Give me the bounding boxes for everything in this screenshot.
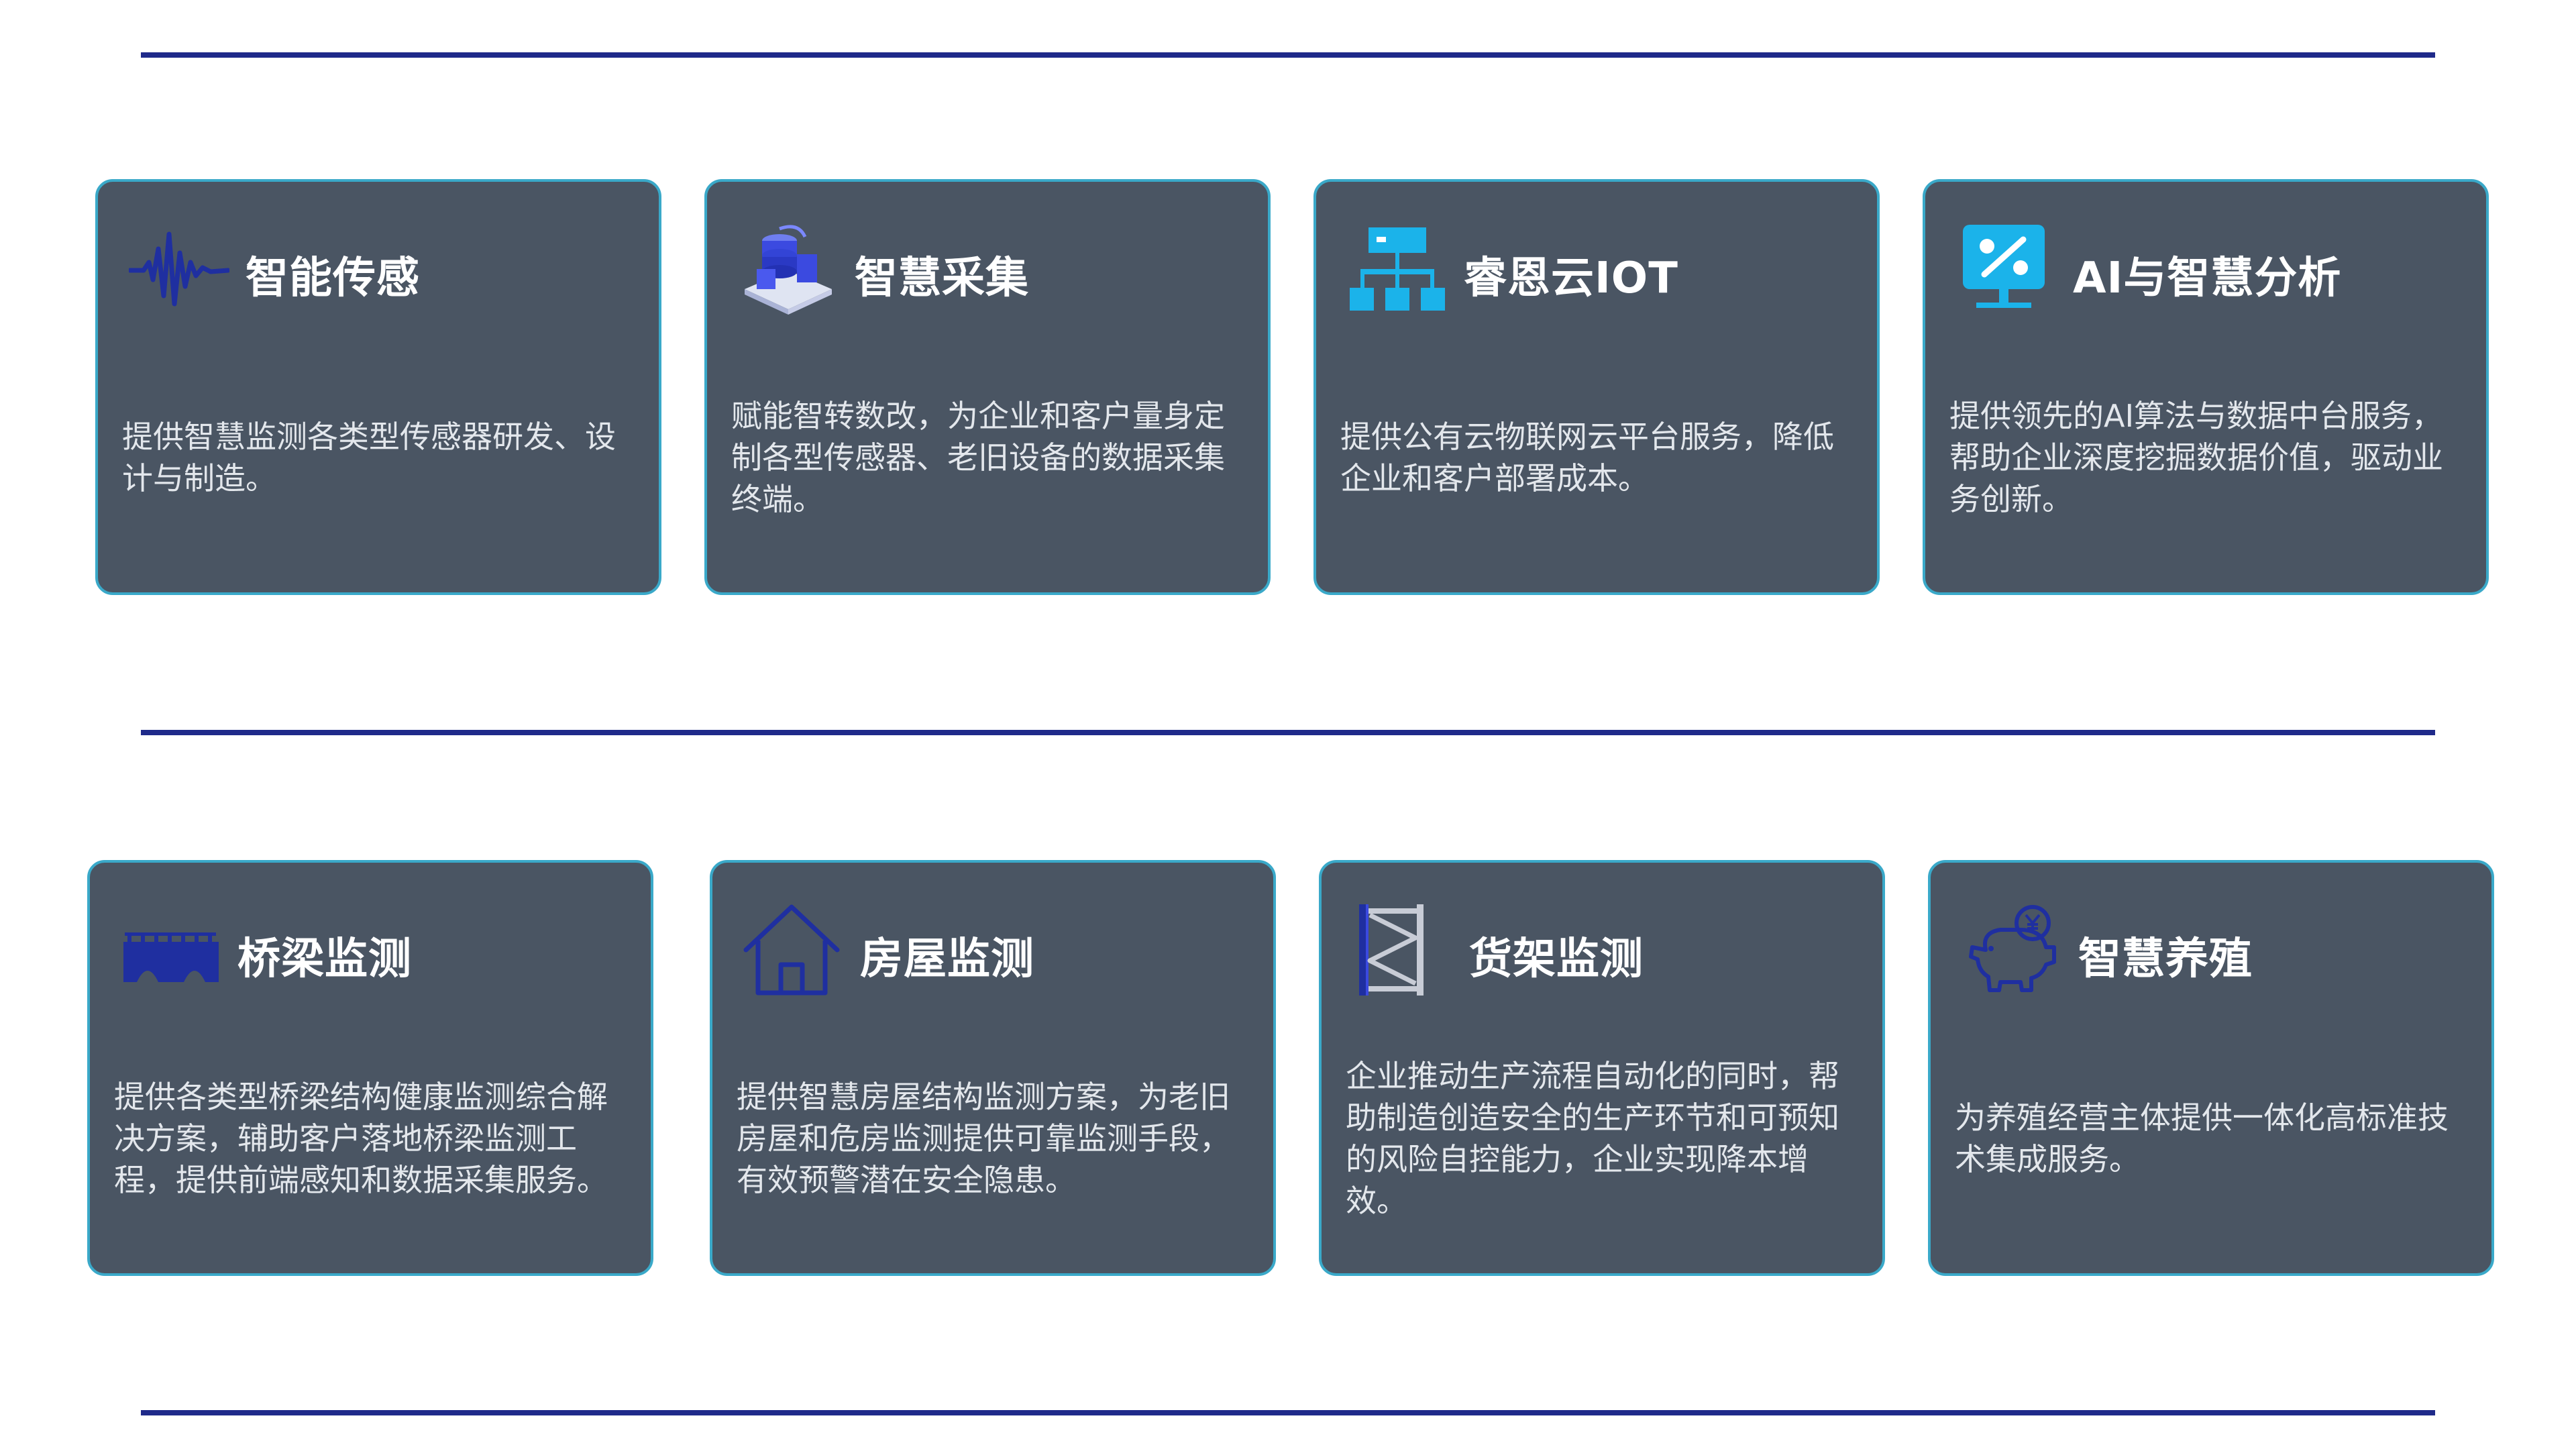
house-icon — [743, 903, 844, 997]
card-ai-analytics[interactable]: AI与智慧分析 提供领先的AI算法与数据中台服务，帮助企业深度挖掘数据价值，驱动… — [1923, 179, 2489, 595]
card-title: 房屋监测 — [860, 934, 1034, 984]
card-ruien-cloud-iot[interactable]: 睿恩云IOT 提供公有云物联网云平台服务，降低企业和客户部署成本。 — [1313, 179, 1880, 595]
card-description: 赋能智转数改，为企业和客户量身定制各型传感器、老旧设备的数据采集终端。 — [731, 398, 1225, 517]
card-house-monitoring[interactable]: 房屋监测 提供智慧房屋结构监测方案，为老旧房屋和危房监测提供可靠监测手段，有效预… — [710, 860, 1276, 1276]
card-description: 提供领先的AI算法与数据中台服务，帮助企业深度挖掘数据价值，驱动业务创新。 — [1949, 398, 2443, 517]
bridge-icon — [121, 903, 221, 997]
divider-middle — [141, 730, 2435, 735]
card-title: 智能传感 — [246, 254, 420, 303]
card-smart-sensing[interactable]: 智能传感 提供智慧监测各类型传感器研发、设计与制造。 — [95, 179, 661, 595]
card-title: AI与智慧分析 — [2073, 254, 2342, 303]
shelf-rack-icon — [1352, 903, 1453, 997]
card-description: 提供智慧房屋结构监测方案，为老旧房屋和危房监测提供可靠监测手段，有效预警潜在安全… — [737, 1079, 1230, 1198]
divider-top — [141, 52, 2435, 58]
card-bridge-monitoring[interactable]: 桥梁监测 提供各类型桥梁结构健康监测综合解决方案，辅助客户落地桥梁监测工程，提供… — [87, 860, 653, 1276]
card-description: 提供各类型桥梁结构健康监测综合解决方案，辅助客户落地桥梁监测工程，提供前端感知和… — [114, 1079, 608, 1198]
card-description: 为养殖经营主体提供一体化高标准技术集成服务。 — [1955, 1099, 2449, 1177]
analytics-monitor-icon — [1956, 222, 2057, 316]
card-title: 智慧养殖 — [2078, 934, 2253, 984]
card-shelf-monitoring[interactable]: 货架监测 企业推动生产流程自动化的同时，帮助制造创造安全的生产环节和可预知的风险… — [1319, 860, 1885, 1276]
card-title: 智慧采集 — [855, 254, 1029, 303]
waveform-icon — [129, 222, 229, 316]
data-server-icon — [738, 222, 839, 316]
card-smart-collection[interactable]: 智慧采集 赋能智转数改，为企业和客户量身定制各型传感器、老旧设备的数据采集终端。 — [704, 179, 1271, 595]
card-smart-farming[interactable]: 智慧养殖 为养殖经营主体提供一体化高标准技术集成服务。 — [1928, 860, 2494, 1276]
card-title: 货架监测 — [1469, 934, 1644, 984]
divider-bottom — [141, 1410, 2435, 1415]
card-title: 睿恩云IOT — [1464, 254, 1678, 303]
card-description: 提供公有云物联网云平台服务，降低企业和客户部署成本。 — [1340, 419, 1834, 496]
card-title: 桥梁监测 — [237, 934, 412, 984]
card-description: 提供智慧监测各类型传感器研发、设计与制造。 — [122, 419, 616, 496]
network-topology-icon — [1347, 222, 1448, 316]
piggy-bank-icon — [1962, 903, 2062, 997]
card-description: 企业推动生产流程自动化的同时，帮助制造创造安全的生产环节和可预知的风险自控能力，… — [1346, 1058, 1839, 1219]
